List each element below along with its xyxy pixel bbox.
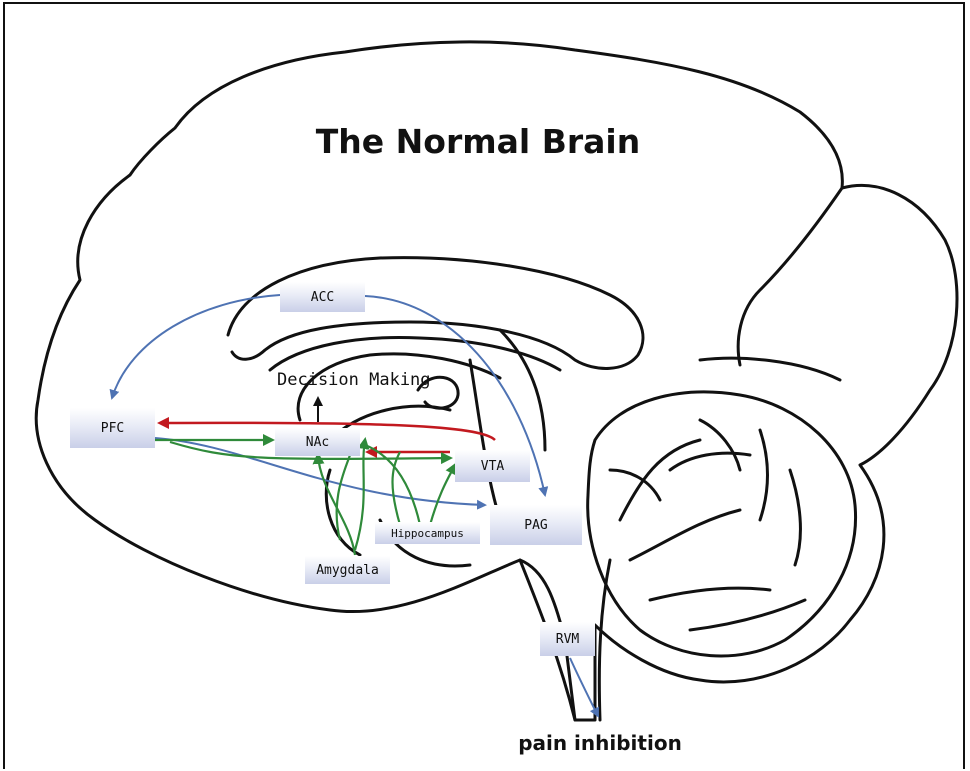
vta-box: VTA xyxy=(455,450,530,482)
hippocampus-box: Hippocampus xyxy=(375,522,480,544)
nac-box: NAc xyxy=(275,428,360,456)
amygdala-box: Amygdala xyxy=(305,556,390,584)
cerebellum xyxy=(588,392,856,656)
caption-pain-inhibition: pain inhibition xyxy=(518,731,682,755)
pag-box: PAG xyxy=(490,505,582,545)
pfc-box: PFC xyxy=(70,408,155,448)
figure-title: The Normal Brain xyxy=(316,122,640,161)
rvm-box: RVM xyxy=(540,622,595,656)
acc-box: ACC xyxy=(280,282,365,312)
decision-making-label: Decision Making xyxy=(277,370,431,390)
